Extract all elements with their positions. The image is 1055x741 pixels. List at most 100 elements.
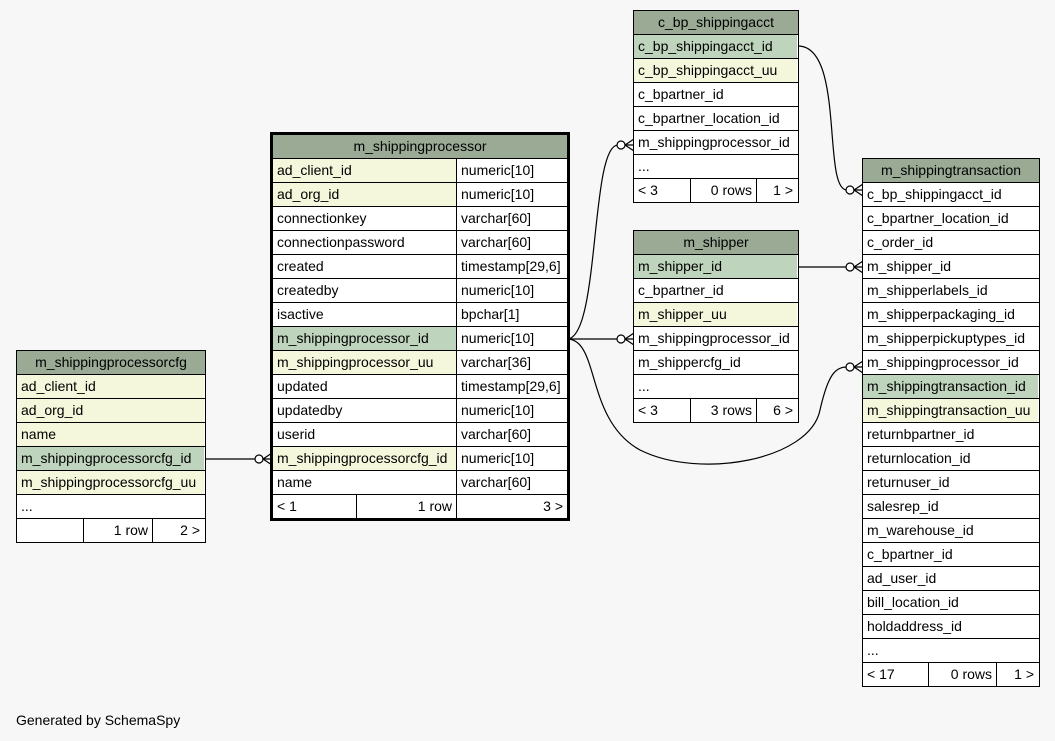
children-link[interactable]: 6 > bbox=[756, 399, 797, 422]
column-name: name bbox=[273, 471, 456, 494]
column-row[interactable]: m_shippingtransaction_id bbox=[863, 375, 1039, 399]
column-row[interactable]: m_shippingprocessorcfg_uu bbox=[17, 471, 205, 495]
column-row[interactable]: m_shippingprocessor_id bbox=[634, 131, 798, 155]
column-name: holdaddress_id bbox=[863, 615, 1038, 638]
column-row[interactable]: c_bpartner_id bbox=[863, 543, 1039, 567]
column-row[interactable]: ... bbox=[863, 639, 1039, 663]
parents-link[interactable]: < 1 bbox=[273, 495, 356, 518]
column-type: varchar[36] bbox=[456, 351, 567, 374]
table-title[interactable]: m_shipper bbox=[634, 231, 798, 255]
column-row[interactable]: m_shippercfg_id bbox=[634, 351, 798, 375]
column-row[interactable]: ... bbox=[634, 375, 798, 399]
children-link[interactable]: 3 > bbox=[456, 495, 567, 518]
column-row[interactable]: holdaddress_id bbox=[863, 615, 1039, 639]
column-name: salesrep_id bbox=[863, 495, 1038, 518]
column-row[interactable]: m_shipper_uu bbox=[634, 303, 798, 327]
edge-processor-bpacct bbox=[566, 144, 619, 340]
column-row[interactable]: c_bp_shippingacct_id bbox=[634, 35, 798, 59]
table-title[interactable]: m_shippingprocessor bbox=[273, 135, 567, 159]
column-row[interactable]: returnbpartner_id bbox=[863, 423, 1039, 447]
column-name: ... bbox=[17, 495, 204, 518]
column-row[interactable]: ... bbox=[17, 495, 205, 519]
column-row[interactable]: m_shippingprocessorcfg_id bbox=[17, 447, 205, 471]
column-row[interactable]: salesrep_id bbox=[863, 495, 1039, 519]
column-row[interactable]: returnlocation_id bbox=[863, 447, 1039, 471]
column-name: m_warehouse_id bbox=[863, 519, 1038, 542]
column-name: m_shippingprocessor_id bbox=[634, 131, 797, 154]
row-count: 1 row bbox=[83, 519, 152, 542]
column-row[interactable]: c_order_id bbox=[863, 231, 1039, 255]
table-title[interactable]: m_shippingtransaction bbox=[863, 159, 1039, 183]
column-row[interactable]: m_shippingprocessor_id bbox=[863, 351, 1039, 375]
column-row[interactable]: c_bpartner_location_id bbox=[634, 107, 798, 131]
column-row[interactable]: m_shipperpackaging_id bbox=[863, 303, 1039, 327]
crowfoot bbox=[624, 138, 635, 152]
column-row[interactable]: m_shipperlabels_id bbox=[863, 279, 1039, 303]
column-row[interactable]: m_shippingprocessor_id bbox=[634, 327, 798, 351]
column-row[interactable]: c_bpartner_id bbox=[634, 83, 798, 107]
edge-end-circle bbox=[845, 185, 855, 195]
column-row[interactable]: ad_org_id bbox=[17, 399, 205, 423]
crowfoot bbox=[853, 183, 864, 197]
parents-link[interactable]: < 3 bbox=[634, 399, 690, 422]
parents-link[interactable]: < 3 bbox=[634, 179, 690, 202]
column-row[interactable]: name bbox=[17, 423, 205, 447]
column-name: isactive bbox=[273, 303, 456, 326]
column-row[interactable]: c_bpartner_location_id bbox=[863, 207, 1039, 231]
column-name: m_shipper_uu bbox=[634, 303, 797, 326]
column-name: createdby bbox=[273, 279, 456, 302]
column-name: m_shipper_id bbox=[863, 255, 1038, 278]
column-row[interactable]: returnuser_id bbox=[863, 471, 1039, 495]
children-link[interactable]: 1 > bbox=[756, 179, 797, 202]
column-row[interactable]: m_shipper_id bbox=[863, 255, 1039, 279]
column-row[interactable]: m_warehouse_id bbox=[863, 519, 1039, 543]
column-row[interactable]: m_shipper_id bbox=[634, 255, 798, 279]
column-name: ad_client_id bbox=[273, 159, 456, 182]
edge-end-circle bbox=[254, 454, 264, 464]
table-title[interactable]: c_bp_shippingacct bbox=[634, 11, 798, 35]
table-title[interactable]: m_shippingprocessorcfg bbox=[17, 351, 205, 375]
column-row[interactable]: m_shippingtransaction_uu bbox=[863, 399, 1039, 423]
column-type: numeric[10] bbox=[456, 399, 567, 422]
column-row[interactable]: bill_location_id bbox=[863, 591, 1039, 615]
children-link[interactable]: 1 > bbox=[996, 663, 1038, 686]
column-type: numeric[10] bbox=[456, 159, 567, 182]
column-name: updated bbox=[273, 375, 456, 398]
children-link[interactable]: 2 > bbox=[152, 519, 204, 542]
parents-link[interactable]: < 17 bbox=[863, 663, 928, 686]
column-row[interactable]: c_bp_shippingacct_id bbox=[863, 183, 1039, 207]
column-name: ad_user_id bbox=[863, 567, 1038, 590]
column-row[interactable]: m_shipperpickuptypes_id bbox=[863, 327, 1039, 351]
column-row[interactable]: c_bp_shippingacct_uu bbox=[634, 59, 798, 83]
column-name: m_shippingprocessorcfg_id bbox=[273, 447, 456, 470]
column-row[interactable]: ad_client_id bbox=[17, 375, 205, 399]
column-row[interactable]: c_bpartner_id bbox=[634, 279, 798, 303]
parents-link[interactable] bbox=[17, 519, 83, 542]
column-row[interactable]: ad_user_id bbox=[863, 567, 1039, 591]
column-name: m_shipper_id bbox=[634, 255, 797, 278]
generated-by-text: Generated by SchemaSpy bbox=[16, 712, 181, 728]
column-row[interactable]: ... bbox=[634, 155, 798, 179]
